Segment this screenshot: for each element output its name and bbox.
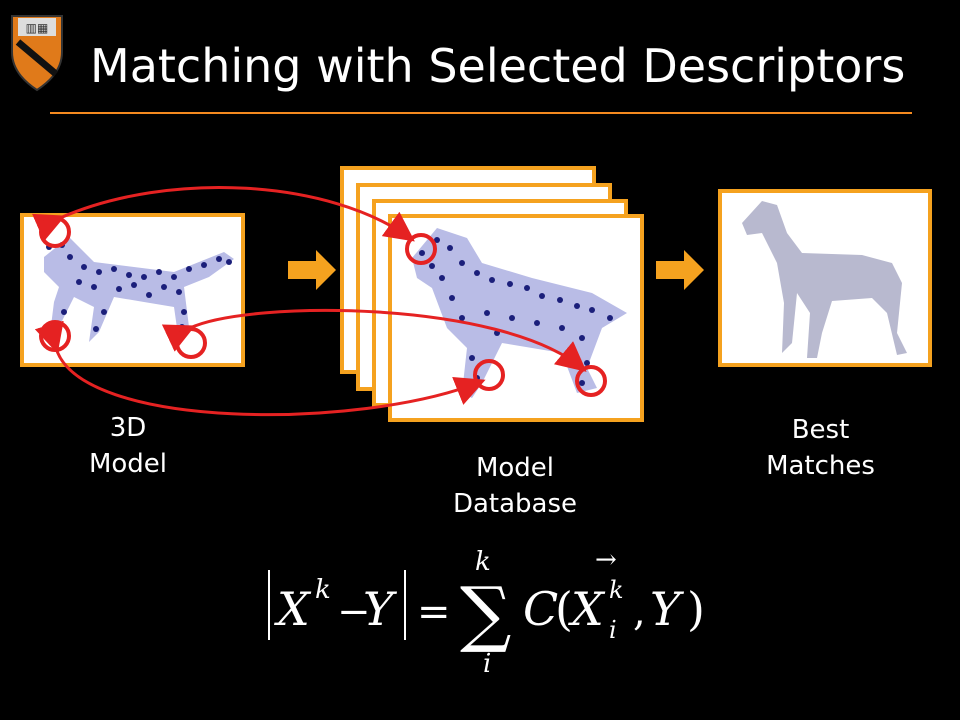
formula-X: X <box>274 582 312 636</box>
formula-k-superscript: k <box>315 575 331 605</box>
query-label: 3D Model <box>58 410 198 482</box>
formula-C: C <box>523 582 558 636</box>
formula-minus: − <box>337 589 371 635</box>
formula-X-argument: X <box>568 582 606 636</box>
formula-i-lower-limit: i <box>483 649 491 679</box>
formula-Y: Y <box>363 582 398 636</box>
query-label-line-1: 3D <box>109 413 147 443</box>
results-label-line-1: Best <box>791 415 850 445</box>
formula-k-argument-superscript: k <box>609 576 624 604</box>
formula-comma: , <box>633 589 646 635</box>
matching-formula: X k − Y = k ∑ i C ( → X k i , Y ) <box>268 545 705 679</box>
formula-Y-argument: Y <box>650 582 685 636</box>
database-label-line-2: Database <box>452 489 578 519</box>
database-model-image <box>388 214 644 422</box>
slide-title: Matching with Selected Descriptors <box>90 39 906 93</box>
princeton-shield-icon: ▥▦ <box>11 15 63 92</box>
formula-equals: = <box>417 589 451 635</box>
horse-model <box>742 201 907 358</box>
formula-open-paren: ( <box>555 582 573 636</box>
results-label: Best Matches <box>748 412 893 484</box>
title-underline <box>50 112 912 114</box>
dog-point-cloud-model <box>44 237 234 342</box>
results-label-line-2: Matches <box>766 451 875 481</box>
formula-i-subscript: i <box>609 616 617 644</box>
formula-vector-arrow: → <box>595 545 617 575</box>
formula-sum-sigma: ∑ <box>460 571 511 655</box>
best-match-image <box>718 189 932 367</box>
query-label-line-2: Model <box>88 449 168 479</box>
database-label: Model Database <box>440 450 590 522</box>
orange-right-arrow-icon <box>656 250 704 290</box>
formula-close-paren: ) <box>687 582 705 636</box>
dog-point-cloud-database <box>412 228 627 398</box>
database-label-line-1: Model <box>475 453 555 483</box>
orange-right-arrow-icon <box>288 250 336 290</box>
query-model-image <box>20 213 245 367</box>
formula-k-upper-limit: k <box>475 547 491 577</box>
svg-text:▥▦: ▥▦ <box>26 21 49 35</box>
